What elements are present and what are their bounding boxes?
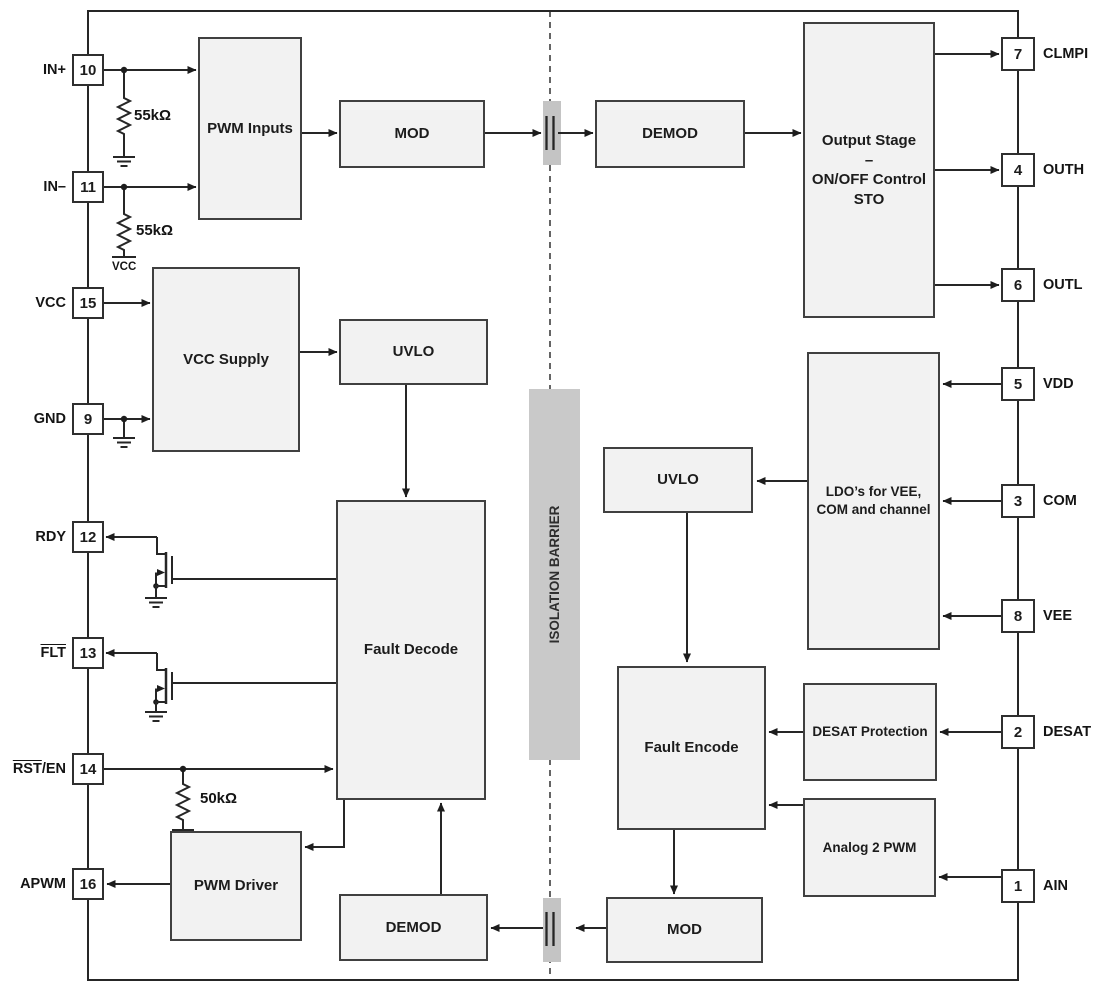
- block-fault-decode: Fault Decode: [336, 500, 486, 800]
- block-ldo: LDO’s for VEE, COM and channel: [807, 352, 940, 650]
- pin-box-5: 5: [1001, 367, 1035, 401]
- resistor-label-in-plus: 55kΩ: [134, 107, 172, 124]
- pin-box-6: 6: [1001, 268, 1035, 302]
- pin-label-outh: OUTH: [1043, 162, 1085, 178]
- pin-box-11: 11: [72, 171, 104, 203]
- pin-label-apwm: APWM: [20, 876, 66, 892]
- resistor-rst: [174, 769, 192, 829]
- block-demod-bottom: DEMOD: [339, 894, 488, 961]
- block-pwm-driver: PWM Driver: [170, 831, 302, 941]
- pin-box-14: 14: [72, 753, 104, 785]
- mosfet-rdy: [153, 537, 173, 597]
- block-uvlo-left: UVLO: [339, 319, 488, 385]
- resistor-label-rst: 50kΩ: [200, 790, 238, 807]
- pin-box-15: 15: [72, 287, 104, 319]
- block-output-stage: Output Stage – ON/OFF Control STO: [803, 22, 935, 318]
- isolation-barrier-bar: [529, 389, 580, 760]
- ground-symbol-mosfet1: [145, 597, 167, 608]
- pin-label-in-plus: IN+: [43, 62, 66, 78]
- block-fault-encode: Fault Encode: [617, 666, 766, 830]
- block-analog-2-pwm: Analog 2 PWM: [803, 798, 936, 897]
- block-mod-top: MOD: [339, 100, 485, 168]
- pin-label-vcc: VCC: [35, 295, 66, 311]
- junction-dot-inplus: [120, 66, 128, 74]
- pin-label-rdy: RDY: [35, 529, 66, 545]
- ground-symbol-in-plus: [113, 156, 135, 167]
- pin-box-7: 7: [1001, 37, 1035, 71]
- junction-dot-gnd: [120, 415, 128, 423]
- pin-box-12: 12: [72, 521, 104, 553]
- block-vcc-supply: VCC Supply: [152, 267, 300, 452]
- junction-dot-inminus: [120, 183, 128, 191]
- wire-faultdecode-pwmdriver: [304, 800, 345, 851]
- pin-label-ain: AIN: [1043, 878, 1068, 894]
- pin-label-outl: OUTL: [1043, 277, 1083, 293]
- pin-box-13: 13: [72, 637, 104, 669]
- resistor-in-minus: [115, 187, 133, 256]
- pin-box-9: 9: [72, 403, 104, 435]
- iso-cap-bottom: [545, 912, 555, 946]
- vcc-net-label: VCC: [112, 261, 137, 273]
- iso-cap-top: [545, 116, 555, 150]
- pin-label-in-minus: IN–: [43, 179, 66, 195]
- pin-label-vdd: VDD: [1043, 376, 1074, 392]
- pin-label-com: COM: [1043, 493, 1077, 509]
- pin-box-8: 8: [1001, 599, 1035, 633]
- block-desat-protection: DESAT Protection: [803, 683, 937, 781]
- pin-box-4: 4: [1001, 153, 1035, 187]
- pin-label-vee: VEE: [1043, 608, 1073, 624]
- ground-symbol-mosfet2: [145, 711, 167, 722]
- pin-box-2: 2: [1001, 715, 1035, 749]
- block-pwm-inputs: PWM Inputs: [198, 37, 302, 220]
- resistor-in-plus: [115, 70, 133, 156]
- pin-label-rst-en: RST/EN: [12, 761, 66, 777]
- mosfet-flt: [153, 653, 173, 711]
- isolation-barrier-label: ISOLATION BARRIER: [547, 505, 562, 643]
- ground-symbol-gnd: [113, 437, 135, 448]
- pin-box-16: 16: [72, 868, 104, 900]
- pin-label-gnd: GND: [33, 411, 66, 427]
- pin-label-flt: FLT: [40, 645, 67, 661]
- block-demod-top: DEMOD: [595, 100, 745, 168]
- pin-box-10: 10: [72, 54, 104, 86]
- pin-label-desat: DESAT: [1043, 724, 1092, 740]
- resistor-label-in-minus: 55kΩ: [136, 222, 174, 239]
- pin-box-3: 3: [1001, 484, 1035, 518]
- block-uvlo-right: UVLO: [603, 447, 753, 513]
- block-mod-bottom: MOD: [606, 897, 763, 963]
- pin-box-1: 1: [1001, 869, 1035, 903]
- pin-label-clmpi: CLMPI: [1043, 46, 1089, 62]
- junction-dot-rst: [179, 765, 187, 773]
